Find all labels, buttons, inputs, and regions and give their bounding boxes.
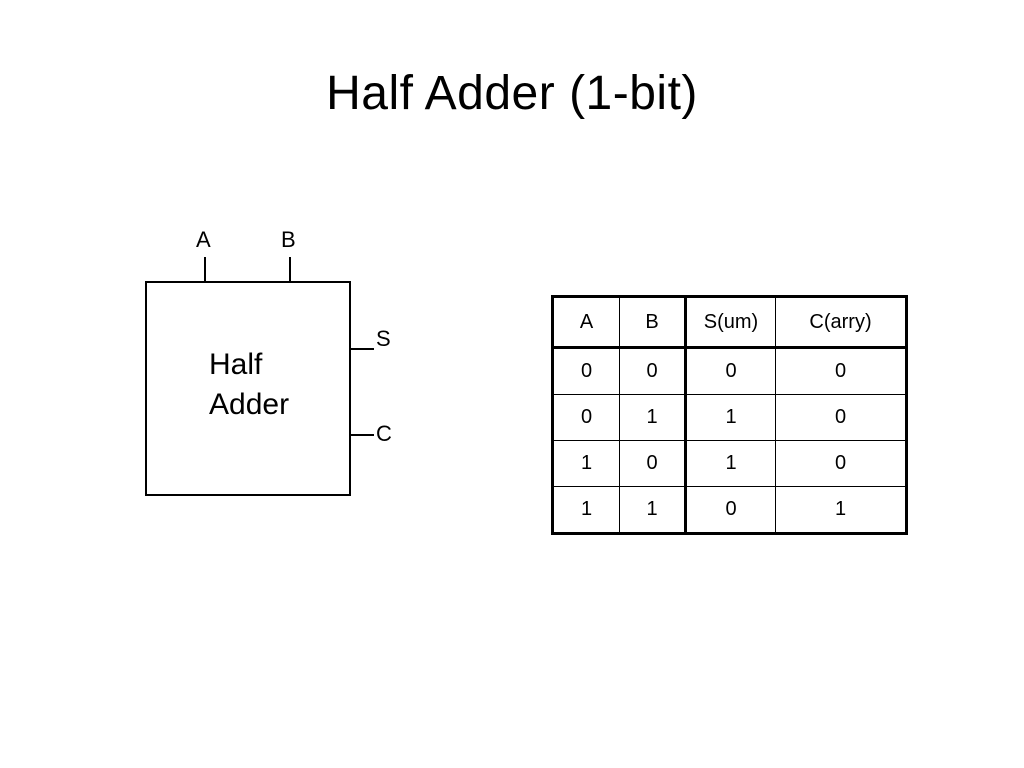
table-cell: 0 bbox=[619, 347, 686, 395]
table-cell: 0 bbox=[684, 347, 776, 395]
table-cell: 0 bbox=[552, 394, 620, 441]
slide-title: Half Adder (1-bit) bbox=[326, 67, 698, 120]
truth-table: A B S(um) C(arry) 0 0 0 0 0 1 1 0 1 0 1 … bbox=[551, 295, 908, 535]
input-wire-b bbox=[289, 257, 291, 281]
output-wire-s bbox=[349, 348, 374, 350]
truth-table-header-row: A B S(um) C(arry) bbox=[552, 296, 907, 349]
block-label-line1: Half bbox=[209, 348, 263, 381]
table-row: 1 1 0 1 bbox=[552, 486, 907, 534]
table-cell: 0 bbox=[775, 440, 907, 487]
table-cell: 0 bbox=[619, 440, 686, 487]
half-adder-block: Half Adder bbox=[145, 281, 351, 496]
header-cell-sum: S(um) bbox=[684, 296, 776, 349]
table-row: 0 0 0 0 bbox=[552, 347, 907, 395]
table-row: 0 1 1 0 bbox=[552, 394, 907, 441]
table-row: 1 0 1 0 bbox=[552, 440, 907, 487]
table-cell: 1 bbox=[619, 486, 686, 534]
output-label-s: S bbox=[376, 326, 391, 351]
table-cell: 1 bbox=[619, 394, 686, 441]
input-wire-a bbox=[204, 257, 206, 281]
table-cell: 0 bbox=[552, 347, 620, 395]
table-cell: 1 bbox=[552, 440, 620, 487]
table-cell: 0 bbox=[775, 394, 907, 441]
block-label: Half Adder bbox=[209, 345, 289, 425]
output-wire-c bbox=[349, 434, 374, 436]
table-cell: 1 bbox=[684, 440, 776, 487]
table-cell: 0 bbox=[684, 486, 776, 534]
table-cell: 1 bbox=[684, 394, 776, 441]
input-label-b: B bbox=[281, 227, 296, 252]
table-cell: 1 bbox=[775, 486, 907, 534]
table-cell: 0 bbox=[775, 347, 907, 395]
header-cell-b: B bbox=[619, 296, 686, 349]
input-label-a: A bbox=[196, 227, 211, 252]
header-cell-carry: C(arry) bbox=[775, 296, 907, 349]
table-cell: 1 bbox=[552, 486, 620, 534]
output-label-c: C bbox=[376, 421, 392, 446]
block-label-line2: Adder bbox=[209, 388, 290, 421]
header-cell-a: A bbox=[552, 296, 620, 349]
